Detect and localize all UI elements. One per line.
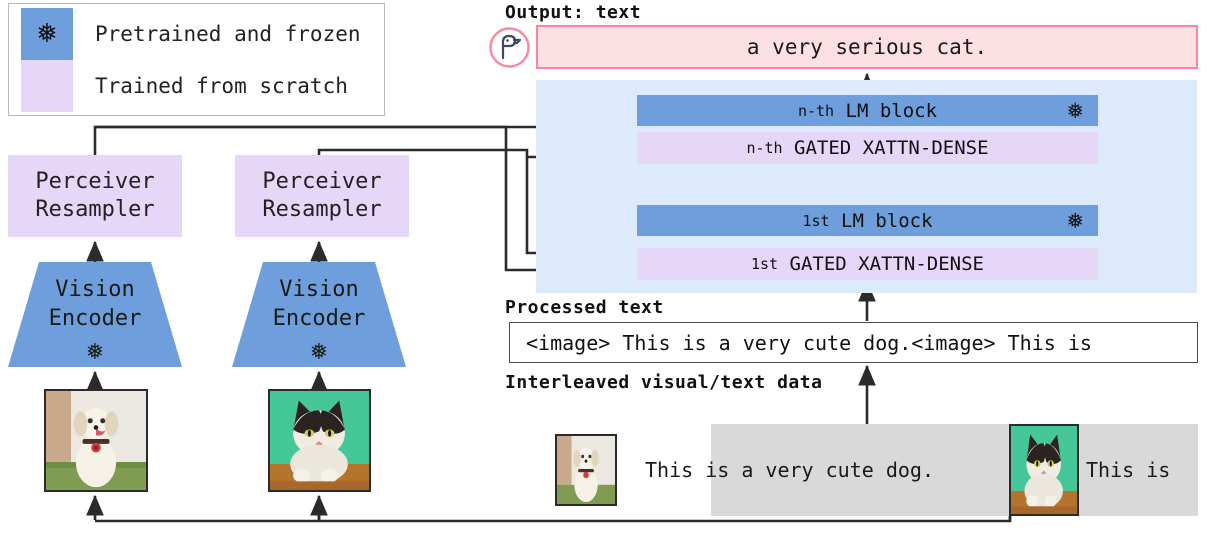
- gated-xattn-dense-nth-text: n-th GATED XATTN-DENSE: [637, 132, 1098, 164]
- perceiver-resampler-1: Perceiver Resampler: [8, 155, 182, 237]
- perceiver-resampler-1-line2: Resampler: [35, 197, 155, 222]
- dog-photo: [44, 389, 148, 492]
- interleaved-data-label: Interleaved visual/text data: [505, 372, 823, 393]
- perceiver-resampler-2: Perceiver Resampler: [235, 155, 409, 237]
- cat-photo-art: [270, 391, 369, 490]
- vision-encoder-1-text: Vision Encoder ❅: [8, 262, 182, 368]
- dog-thumb-art: [557, 436, 615, 504]
- interleaved-data-strip: [555, 424, 1198, 516]
- lm-block-1st-text: 1st LM block: [637, 205, 1098, 236]
- dog-photo-art: [46, 391, 146, 490]
- gated-xattn-dense-nth-ordinal: n-th: [746, 139, 783, 157]
- lm-block-nth-ordinal: n-th: [797, 101, 835, 120]
- interleaved-text-1: This is a very cute dog.: [645, 458, 934, 482]
- gated-xattn-dense-nth-name: GATED XATTN-DENSE: [794, 137, 989, 159]
- snowflake-icon: ❅: [1066, 208, 1084, 233]
- gated-xattn-dense-1st: 1st GATED XATTN-DENSE: [637, 248, 1098, 280]
- interleaved-text-2: This is: [1086, 458, 1171, 482]
- cat-photo: [268, 389, 371, 492]
- legend-swatch-frozen: ❅: [21, 8, 73, 60]
- output-text-box: a very serious cat.: [536, 25, 1198, 69]
- vision-encoder-1-shape: [8, 262, 182, 367]
- lm-block-nth-text: n-th LM block: [637, 95, 1098, 126]
- lm-block-1st-ordinal: 1st: [802, 211, 830, 230]
- gated-xattn-dense-nth: n-th GATED XATTN-DENSE: [637, 132, 1098, 164]
- gated-xattn-dense-1st-name: GATED XATTN-DENSE: [789, 253, 984, 275]
- legend-item-frozen: ❅ Pretrained and frozen: [21, 8, 361, 60]
- vision-encoder-1-line1: Vision: [55, 277, 135, 302]
- vision-encoder-2-shape: [232, 262, 406, 367]
- cat-thumb: [1009, 424, 1079, 516]
- legend-swatch-trained: [21, 60, 73, 112]
- perceiver-resampler-2-line1: Perceiver: [262, 168, 382, 194]
- snowflake-icon: ❅: [36, 19, 58, 49]
- processed-text-label: Processed text: [505, 297, 664, 318]
- lm-block-nth: n-th LM block ❅: [637, 95, 1098, 126]
- dog-thumb: [555, 434, 617, 506]
- legend-label-trained: Trained from scratch: [95, 74, 348, 98]
- processed-text-box: <image> This is a very cute dog.<image> …: [509, 322, 1198, 363]
- vision-encoder-2-line2: Encoder: [272, 305, 366, 331]
- perceiver-resampler-1-line1: Perceiver: [35, 168, 155, 194]
- snowflake-icon: ❅: [1066, 98, 1084, 123]
- legend-item-trained: Trained from scratch: [21, 60, 348, 112]
- vision-encoder-2-text: Vision Encoder ❅: [232, 262, 406, 368]
- lm-block-1st: 1st LM block ❅: [637, 205, 1098, 236]
- lm-block-1st-name: LM block: [841, 209, 933, 232]
- vision-encoder-1: Vision Encoder ❅: [8, 262, 182, 368]
- perceiver-resampler-2-line2: Resampler: [262, 197, 382, 222]
- vision-encoder-2: Vision Encoder ❅: [232, 262, 406, 368]
- output-label: Output: text: [505, 2, 642, 23]
- snowflake-icon: ❅: [309, 340, 329, 366]
- legend-label-frozen: Pretrained and frozen: [95, 22, 361, 46]
- legend-box: ❅ Pretrained and frozen Trained from scr…: [8, 3, 385, 116]
- gated-xattn-dense-1st-ordinal: 1st: [750, 255, 779, 273]
- flamingo-icon: [489, 27, 530, 68]
- lm-block-nth-name: LM block: [845, 99, 938, 122]
- cat-thumb-art: [1011, 426, 1077, 514]
- gated-xattn-dense-1st-text: 1st GATED XATTN-DENSE: [637, 248, 1098, 280]
- vision-encoder-2-line1: Vision: [279, 277, 359, 302]
- vision-encoder-1-line2: Encoder: [48, 305, 142, 331]
- snowflake-icon: ❅: [85, 340, 105, 366]
